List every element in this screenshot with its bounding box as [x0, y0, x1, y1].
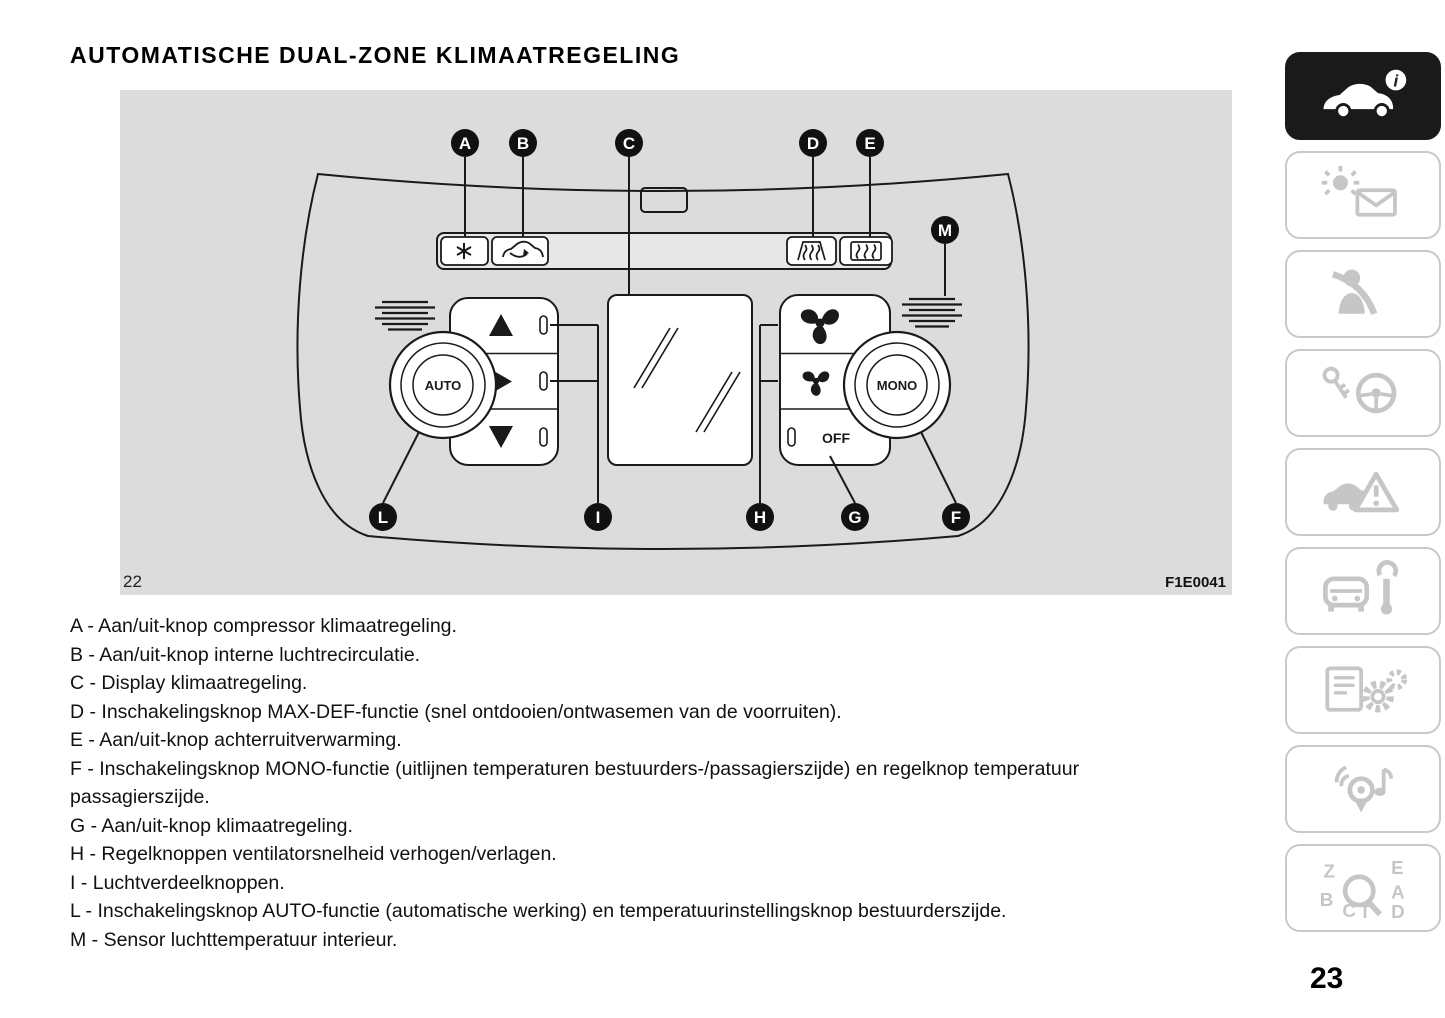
cabin-temp-sensor-grille [902, 297, 962, 328]
callout-c: C [615, 129, 643, 157]
sidebar-tab-multimedia[interactable] [1285, 745, 1441, 833]
sidebar-tab-emergency[interactable] [1285, 448, 1441, 536]
auto-knob-label: AUTO [425, 378, 462, 393]
section-tab-sidebar: i [1285, 52, 1441, 932]
callout-g: G [841, 503, 869, 531]
page-number: 23 [1310, 962, 1344, 995]
recirculation-button [491, 236, 549, 266]
legend-item: G - Aan/uit-knop klimaatregeling. [70, 814, 353, 837]
max-def-icon [797, 241, 826, 261]
emergency-warning-icon [1323, 471, 1400, 513]
figure-page-ref: 22 [123, 572, 142, 591]
sidebar-tab-safety[interactable] [1285, 250, 1441, 338]
svg-text:A: A [1391, 881, 1405, 902]
svg-text:F: F [951, 508, 961, 527]
off-button-label: OFF [822, 430, 850, 446]
sidebar-tab-car-overview[interactable]: i [1285, 52, 1441, 140]
maintenance-wrench-icon [1323, 560, 1399, 615]
alphabetical-index-icon: Z E B A C T D [1320, 857, 1405, 919]
svg-text:Z: Z [1324, 861, 1335, 882]
legend-item: E - Aan/uit-knop achterruitverwarming. [70, 729, 402, 751]
legend-item: F - Inschakelingsknop MONO-functie (uitl… [70, 757, 1080, 809]
svg-text:D: D [807, 134, 819, 153]
legend-item: A - Aan/uit-knop compressor klimaatregel… [70, 615, 457, 637]
sidebar-tab-dashboard[interactable] [1285, 151, 1441, 239]
rear-defrost-icon [850, 241, 882, 261]
svg-text:B: B [517, 134, 529, 153]
svg-text:I: I [596, 508, 601, 527]
callout-a: A [451, 129, 479, 157]
svg-text:M: M [938, 221, 952, 240]
legend-item: B - Aan/uit-knop interne luchtrecirculat… [70, 643, 421, 666]
distribution-down-arrow [489, 426, 513, 448]
svg-text:D: D [1391, 901, 1405, 919]
callout-b: B [509, 129, 537, 157]
callout-h: H [746, 503, 774, 531]
climate-display [607, 294, 753, 466]
climate-control-figure: OFF AUTO MONO [120, 90, 1232, 595]
multimedia-icon [1334, 765, 1394, 813]
callout-i: I [584, 503, 612, 531]
auto-knob: AUTO [388, 330, 498, 440]
safety-airbag-icon [1331, 269, 1378, 315]
sidebar-tab-maintenance[interactable] [1285, 547, 1441, 635]
svg-text:B: B [1320, 889, 1334, 910]
recirculation-icon [502, 240, 544, 258]
figure-code: F1E0041 [1165, 574, 1226, 591]
legend: A - Aan/uit-knop compressor klimaatregel… [70, 612, 1195, 954]
legend-item: D - Inschakelingsknop MAX-DEF-functie (s… [70, 700, 842, 723]
panel-top-notch [640, 187, 688, 213]
page-title: AUTOMATISCHE DUAL-ZONE KLIMAATREGELING [70, 42, 681, 68]
ignition-steering-icon [1322, 366, 1397, 414]
legend-item: H - Regelknoppen ventilatorsnelheid verh… [70, 843, 557, 865]
callout-m: M [931, 216, 959, 244]
sidebar-tab-index[interactable]: Z E B A C T D [1285, 844, 1441, 932]
distribution-up-arrow [489, 314, 513, 336]
legend-item: C - Display klimaatregeling. [70, 672, 308, 694]
left-vent-grille [375, 300, 435, 331]
svg-text:A: A [459, 134, 471, 153]
sidebar-tab-technical-data[interactable] [1285, 646, 1441, 734]
svg-text:L: L [378, 508, 388, 527]
callout-lines [382, 157, 957, 504]
car-info-icon: i [1323, 69, 1407, 120]
callout-f: F [942, 503, 970, 531]
climate-panel-diagram: OFF AUTO MONO [296, 129, 1030, 550]
sidebar-tab-driving[interactable] [1285, 349, 1441, 437]
legend-item: L - Inschakelingsknop AUTO-functie (auto… [70, 900, 1007, 922]
mono-knob: MONO [842, 330, 952, 440]
svg-text:C: C [623, 134, 635, 153]
lights-message-icon [1321, 165, 1397, 217]
svg-text:E: E [1391, 857, 1404, 878]
legend-item: I - Luchtverdeelknoppen. [70, 871, 285, 894]
technical-data-icon [1325, 666, 1408, 713]
svg-text:G: G [848, 508, 861, 527]
svg-text:H: H [754, 508, 766, 527]
svg-text:i: i [1394, 72, 1399, 91]
legend-item: M - Sensor luchttemperatuur interieur. [70, 928, 398, 951]
callout-e: E [856, 129, 884, 157]
callout-l: L [369, 503, 397, 531]
callout-d: D [799, 129, 827, 157]
snowflake-icon [456, 243, 472, 259]
svg-text:E: E [864, 134, 875, 153]
callout-markers: A B C D E M L I H G F [369, 129, 970, 531]
mono-knob-label: MONO [877, 378, 917, 393]
